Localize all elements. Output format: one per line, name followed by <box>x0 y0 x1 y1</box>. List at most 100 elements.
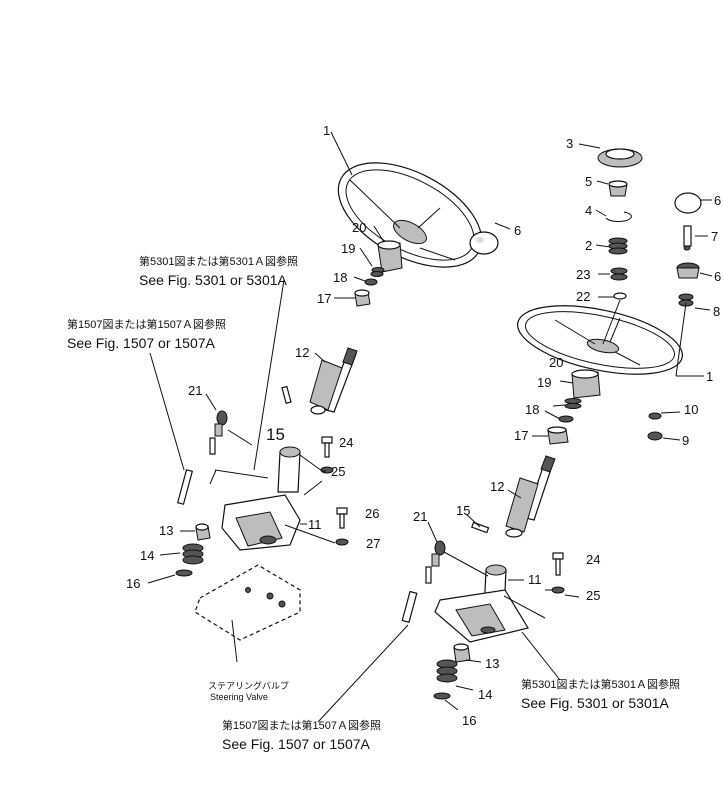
label-18: 18 <box>333 270 347 285</box>
label-11: 11 <box>308 517 322 532</box>
label-20: 20 <box>549 355 563 370</box>
right-collar-17 <box>547 426 569 445</box>
left-fitting-21 <box>209 410 228 455</box>
left-bolt-26 <box>336 507 348 529</box>
reference-notes: 第5301図または第5301Ａ図参照 See Fig. 5301 or 5301… <box>67 254 680 752</box>
right-steering-assembly: 3 5 4 2 23 22 6 7 6 8 1 20 19 18 17 10 9… <box>317 136 721 728</box>
label-17: 17 <box>514 428 528 443</box>
left-part-numbers: 1 6 20 19 18 17 12 21 15 24 25 13 11 26 … <box>126 123 521 591</box>
label-6: 6 <box>514 223 521 238</box>
right-bolt-24 <box>552 552 564 576</box>
label-7: 7 <box>711 229 718 244</box>
left-bearing-14 <box>182 543 204 565</box>
right-spinner-knob-6 <box>674 192 702 214</box>
label-6-top: 6 <box>714 193 721 208</box>
left-ring-18 <box>364 278 378 286</box>
ref-5301-en-right: See Fig. 5301 or 5301A <box>521 695 670 711</box>
ref-5301-en-top: See Fig. 5301 or 5301A <box>139 272 288 288</box>
left-bushing-13 <box>195 523 211 541</box>
left-leader-lines <box>147 131 511 663</box>
label-6-mid: 6 <box>714 269 721 284</box>
left-steering-shaft-12 <box>309 347 358 415</box>
right-nut-9 <box>647 431 663 441</box>
label-19: 19 <box>537 375 551 390</box>
right-hydraulic-pipe <box>401 590 418 624</box>
label-13: 13 <box>485 656 499 671</box>
label-16: 16 <box>462 713 476 728</box>
right-fitting-21 <box>425 540 446 584</box>
label-13: 13 <box>159 523 173 538</box>
label-24: 24 <box>339 435 353 450</box>
label-17: 17 <box>317 291 331 306</box>
label-14: 14 <box>140 548 154 563</box>
label-19: 19 <box>341 241 355 256</box>
label-1: 1 <box>706 369 713 384</box>
right-washer-22 <box>613 292 627 300</box>
label-25: 25 <box>331 464 345 479</box>
label-15: 15 <box>266 425 285 444</box>
ref-1507-jp-top: 第1507図または第1507Ａ図参照 <box>67 317 226 331</box>
label-12: 12 <box>295 345 309 360</box>
right-steering-column-11 <box>434 564 529 643</box>
label-21: 21 <box>413 509 427 524</box>
right-leader-lines <box>317 143 713 723</box>
right-knob-holder-6 <box>676 262 700 279</box>
label-3: 3 <box>566 136 573 151</box>
label-10: 10 <box>684 402 698 417</box>
label-23: 23 <box>576 267 590 282</box>
left-steering-valve <box>194 564 301 641</box>
left-snap-ring-16 <box>175 569 193 577</box>
ref-1507-en-bottom: See Fig. 1507 or 1507A <box>222 736 371 752</box>
right-bushing-13 <box>453 643 471 663</box>
ref-1507-jp-bottom: 第1507図または第1507Ａ図参照 <box>222 718 381 732</box>
label-16: 16 <box>126 576 140 591</box>
ref-1507-en-top: See Fig. 1507 or 1507A <box>67 335 216 351</box>
right-steering-wheel <box>516 305 684 375</box>
label-4: 4 <box>585 203 592 218</box>
label-26: 26 <box>365 506 379 521</box>
steering-valve-jp: ステアリングバルブ <box>208 680 289 691</box>
right-spring-2 <box>608 237 628 255</box>
right-bushing-20 <box>571 369 601 399</box>
label-1: 1 <box>323 123 330 138</box>
label-27: 27 <box>366 536 380 551</box>
label-21: 21 <box>188 383 202 398</box>
label-18: 18 <box>525 402 539 417</box>
left-steering-column-11 <box>221 446 301 551</box>
label-9: 9 <box>682 433 689 448</box>
ref-5301-jp-right: 第5301図または第5301Ａ図参照 <box>521 677 680 691</box>
label-11: 11 <box>528 572 542 587</box>
right-snap-ring-4 <box>605 211 632 223</box>
left-washer-27 <box>335 538 349 546</box>
left-collar-17 <box>354 289 371 307</box>
left-spring-19 <box>370 267 385 277</box>
label-14: 14 <box>478 687 492 702</box>
ref-5301-jp-top: 第5301図または第5301Ａ図参照 <box>139 254 298 268</box>
right-horn-cap-3 <box>597 148 643 168</box>
right-pin-15 <box>471 521 490 534</box>
right-knob-stem-7 <box>683 225 692 251</box>
label-2: 2 <box>585 238 592 253</box>
label-12: 12 <box>490 479 504 494</box>
label-22: 22 <box>576 289 590 304</box>
left-hydraulic-pipe <box>176 469 194 505</box>
right-spring-19 <box>564 398 582 409</box>
right-washer-25 <box>551 586 565 594</box>
label-24: 24 <box>586 552 600 567</box>
label-8: 8 <box>713 304 720 319</box>
right-nut-23 <box>610 267 628 281</box>
left-steering-wheel <box>337 162 483 268</box>
left-pin-15 <box>281 385 292 404</box>
right-washer-10 <box>648 412 662 420</box>
left-bolt-24 <box>321 436 333 458</box>
label-15: 15 <box>456 503 470 518</box>
steering-valve-en: Steering Valve <box>210 692 268 702</box>
label-20: 20 <box>352 220 366 235</box>
left-steering-assembly: 1 6 20 19 18 17 12 21 15 24 25 13 11 26 … <box>126 123 521 663</box>
left-bushing-20 <box>377 240 403 273</box>
right-snap-ring-16 <box>433 692 451 700</box>
right-bearing-14 <box>436 659 458 683</box>
right-part-numbers: 3 5 4 2 23 22 6 7 6 8 1 20 19 18 17 10 9… <box>413 136 721 728</box>
